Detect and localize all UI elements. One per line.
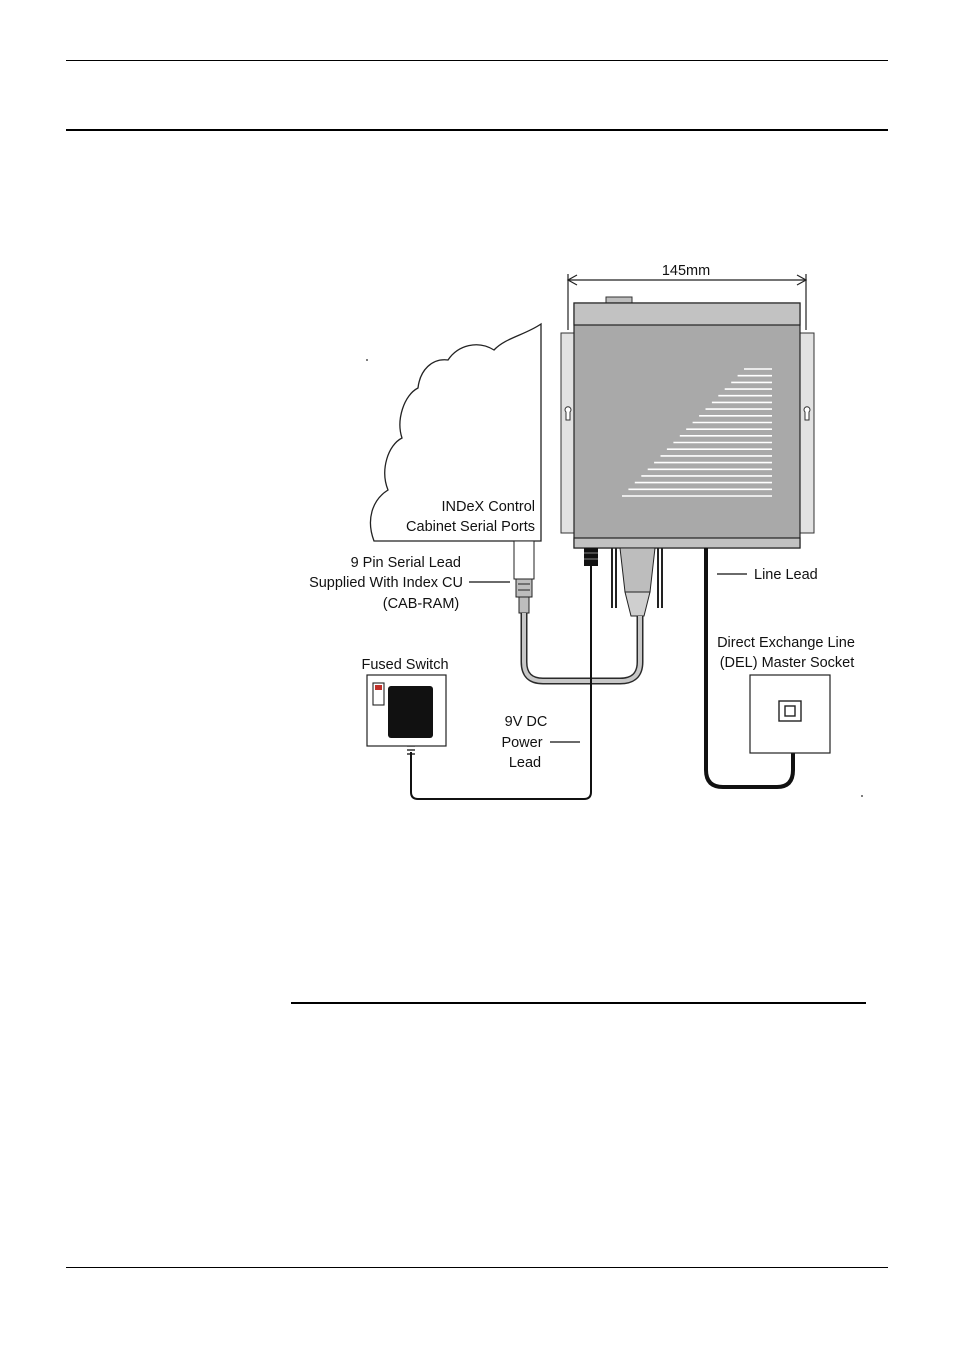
- speck: [366, 359, 368, 361]
- del-master-socket: [750, 675, 830, 753]
- serial-cable: [524, 613, 640, 681]
- power-lead-label-line3: Lead: [509, 755, 541, 771]
- serial-d-connector: [612, 548, 662, 616]
- serial-lead-label-line3: (CAB-RAM): [383, 596, 460, 612]
- serial-plug: [514, 541, 534, 613]
- dimension-label: 145mm: [662, 263, 710, 279]
- serial-lead-label-line1: 9 Pin Serial Lead: [351, 555, 461, 571]
- fused-switch: [367, 675, 446, 746]
- switch-indicator: [375, 685, 382, 690]
- del-socket-label-line2: (DEL) Master Socket: [720, 655, 855, 671]
- power-connector: [584, 548, 598, 566]
- device-bottom-strip: [574, 538, 800, 548]
- fused-switch-label: Fused Switch: [361, 657, 448, 673]
- cabinet-label-line2: Cabinet Serial Ports: [406, 519, 535, 535]
- speck: [861, 795, 863, 797]
- line-lead-label: Line Lead: [754, 567, 818, 583]
- power-lead-label-line1: 9V DC: [505, 714, 548, 730]
- mounting-bracket-right: [800, 333, 814, 533]
- del-socket-label-line1: Direct Exchange Line: [717, 635, 855, 651]
- keyhole-icon: [565, 407, 571, 420]
- power-lead-label-line2: Power: [501, 735, 542, 751]
- device-unit: [561, 297, 814, 548]
- device-top-strip: [574, 303, 800, 325]
- mounting-bracket-left: [561, 333, 575, 533]
- power-adaptor: [388, 686, 433, 738]
- serial-lead-label-line2: Supplied With Index CU: [309, 575, 463, 591]
- keyhole-icon: [804, 407, 810, 420]
- serial-cable-fill: [524, 613, 640, 681]
- device-body: [574, 303, 800, 548]
- cabinet-label-line1: INDeX Control: [442, 499, 535, 515]
